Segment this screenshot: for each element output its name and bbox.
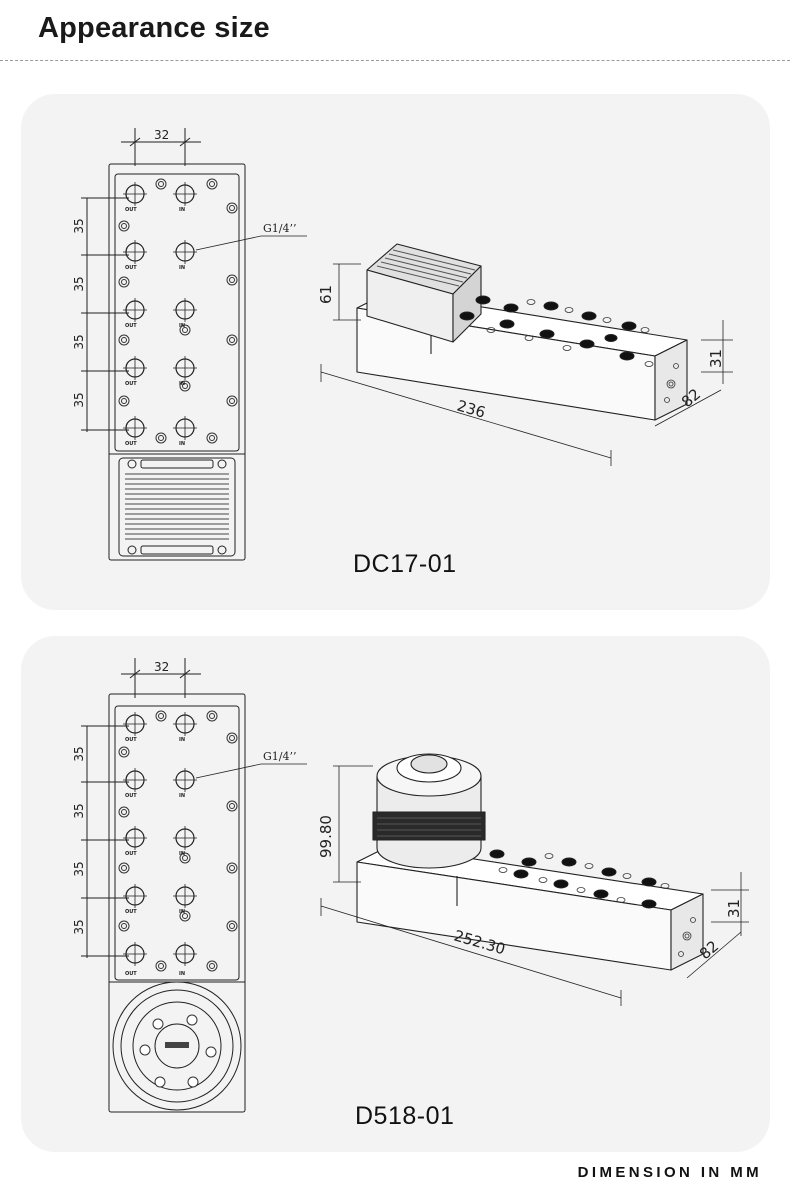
model-label-dc17: DC17-01 [353,550,457,578]
d518-port-out-4: OUT [125,909,137,915]
d518-port-in-3: IN [179,851,185,857]
dc17-spacing-label: 32 [154,128,169,142]
dc17-port-in-3: IN [179,323,185,329]
d518-pitch-label-2: 35 [72,803,86,818]
d518-port-out-1: OUT [125,737,137,743]
d518-port-in-4: IN [179,909,185,915]
dc17-port-out-5: OUT [125,441,137,447]
d518-port-in-2: IN [179,793,185,799]
header-divider [0,60,790,61]
dimension-unit-note: DIMENSION IN MM [577,1164,762,1181]
d518-height-label: 99.80 [317,815,335,858]
d518-drawing: 32 35 35 35 35 G1/4’’ OUT IN OUT IN OUT … [72,658,749,1113]
dc17-port-in-4: IN [179,381,185,387]
d518-thread-label: G1/4’’ [263,750,296,763]
dc17-length-label: 236 [455,397,487,422]
dc17-thread-label: G1/4’’ [263,222,296,235]
page-title: Appearance size [38,12,270,44]
d518-port-out-3: OUT [125,851,137,857]
dc17-port-out-2: OUT [125,265,137,271]
model-label-d518: D518-01 [355,1102,455,1130]
dc17-port-out-3: OUT [125,323,137,329]
d518-spacing-label: 32 [154,660,169,674]
pump-logo [165,1042,189,1048]
d518-pitch-label-3: 35 [72,861,86,876]
d518-port-in-1: IN [179,737,185,743]
dc17-port-out-1: OUT [125,207,137,213]
product-card-d518: 32 35 35 35 35 G1/4’’ OUT IN OUT IN OUT … [21,636,770,1152]
d518-pitch-label-4: 35 [72,919,86,934]
dc17-height-label: 61 [317,285,335,304]
dc17-pitch-label-1: 35 [72,218,86,233]
d518-base-height-label: 31 [725,899,743,918]
d518-port-out-2: OUT [125,793,137,799]
dc17-base-height-label: 31 [707,349,725,368]
dc17-pitch-label-4: 35 [72,392,86,407]
product-card-dc17: 32 35 35 35 35 G1/4’’ OUT IN OUT IN OUT … [21,94,770,610]
dc17-drawing: 32 35 35 35 35 G1/4’’ OUT IN OUT IN OUT … [72,128,733,561]
dc17-port-in-1: IN [179,207,185,213]
d518-pitch-label-1: 35 [72,746,86,761]
d518-port-out-5: OUT [125,971,137,977]
dc17-port-in-2: IN [179,265,185,271]
d518-port-in-5: IN [179,971,185,977]
dc17-port-out-4: OUT [125,381,137,387]
dc17-pitch-label-3: 35 [72,334,86,349]
dc17-pitch-label-2: 35 [72,276,86,291]
dc17-port-in-5: IN [179,441,185,447]
